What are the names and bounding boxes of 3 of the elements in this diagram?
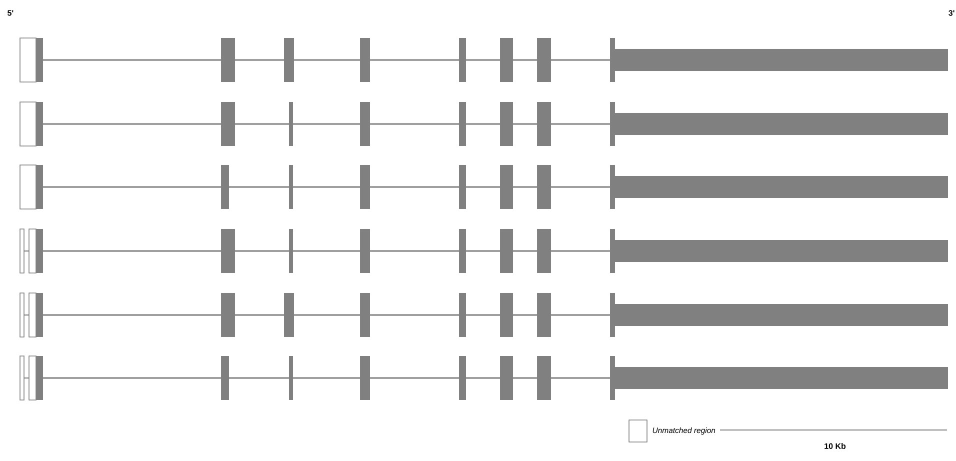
end-label: 10 Kb xyxy=(824,443,846,449)
end-label: 3' xyxy=(948,10,954,16)
end-label: 5' xyxy=(8,10,14,16)
